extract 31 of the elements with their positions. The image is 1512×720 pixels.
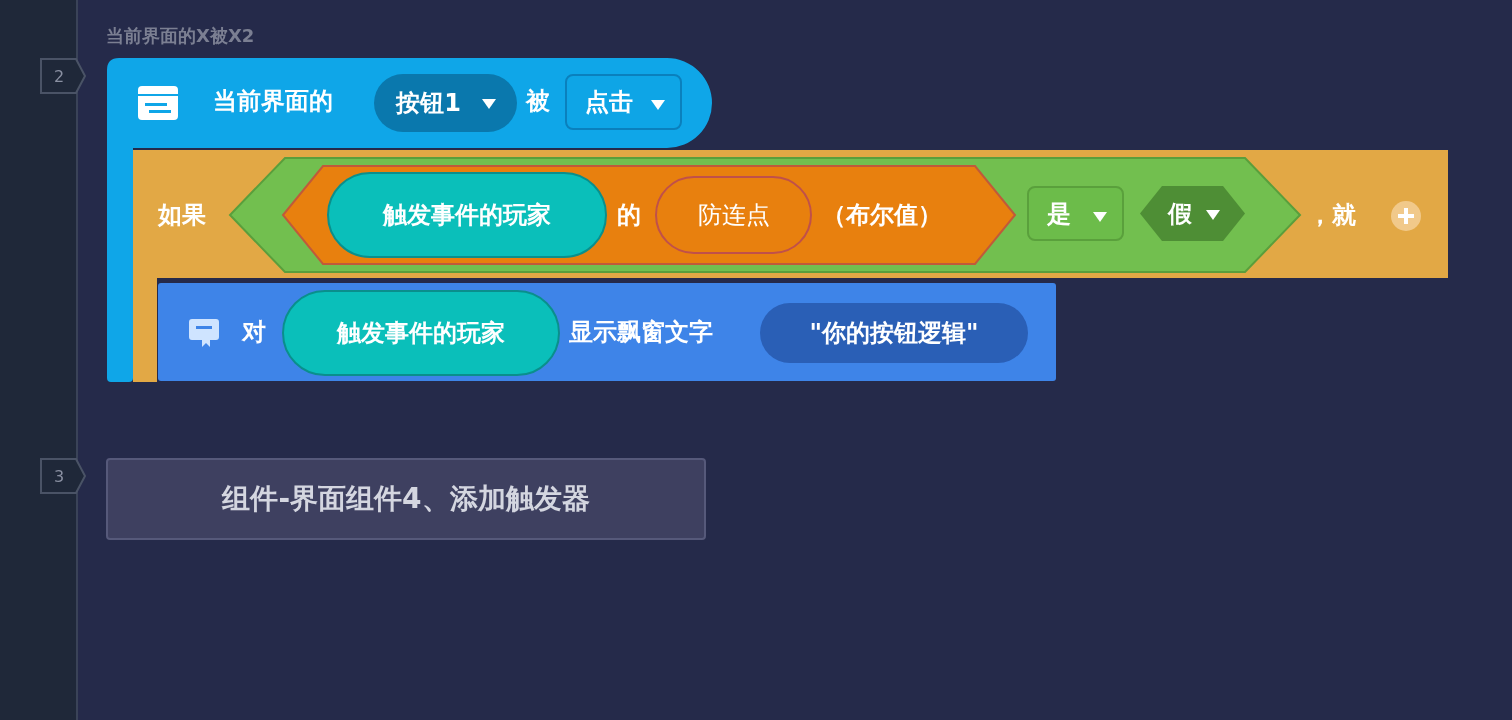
block-text: "你的按钮逻辑" — [809, 318, 979, 349]
block-text: 对 — [242, 317, 266, 347]
block-text: 2 — [53, 66, 65, 86]
block-caption: 当前界面的X被X2 — [106, 24, 255, 48]
comment-block — [106, 458, 706, 540]
block-text: 触发事件的玩家 — [337, 318, 505, 349]
dropdown-field — [565, 74, 682, 130]
block-text: 3 — [53, 466, 65, 486]
text-field — [760, 303, 1028, 363]
dropdown-field — [374, 74, 517, 132]
block-text: 显示飘窗文字 — [569, 317, 713, 347]
block-text: 触发事件的玩家 — [383, 200, 551, 231]
block-text: 如果 — [158, 200, 206, 230]
condition-block — [230, 158, 1300, 272]
line-number-tag — [40, 458, 86, 494]
block-text: 点击 — [584, 87, 633, 118]
dropdown-field — [1140, 186, 1245, 241]
dropdown-field — [1027, 186, 1124, 241]
block-text: 是 — [1046, 198, 1071, 230]
block-text: 的 — [617, 200, 641, 230]
block-text: 按钮1 — [396, 88, 461, 119]
property-block — [283, 166, 1015, 264]
block-text: 防连点 — [697, 200, 770, 231]
action-block — [158, 283, 1056, 381]
block-text: ，就 — [1308, 200, 1356, 230]
line-number-tag — [40, 58, 86, 94]
block-text: 当前界面的 — [213, 86, 333, 116]
block-text: 组件-界面组件4、添加触发器 — [222, 481, 590, 517]
block-text: 假 — [1167, 198, 1192, 230]
block-text: 被 — [526, 86, 550, 116]
block-text: （布尔值） — [822, 200, 942, 230]
